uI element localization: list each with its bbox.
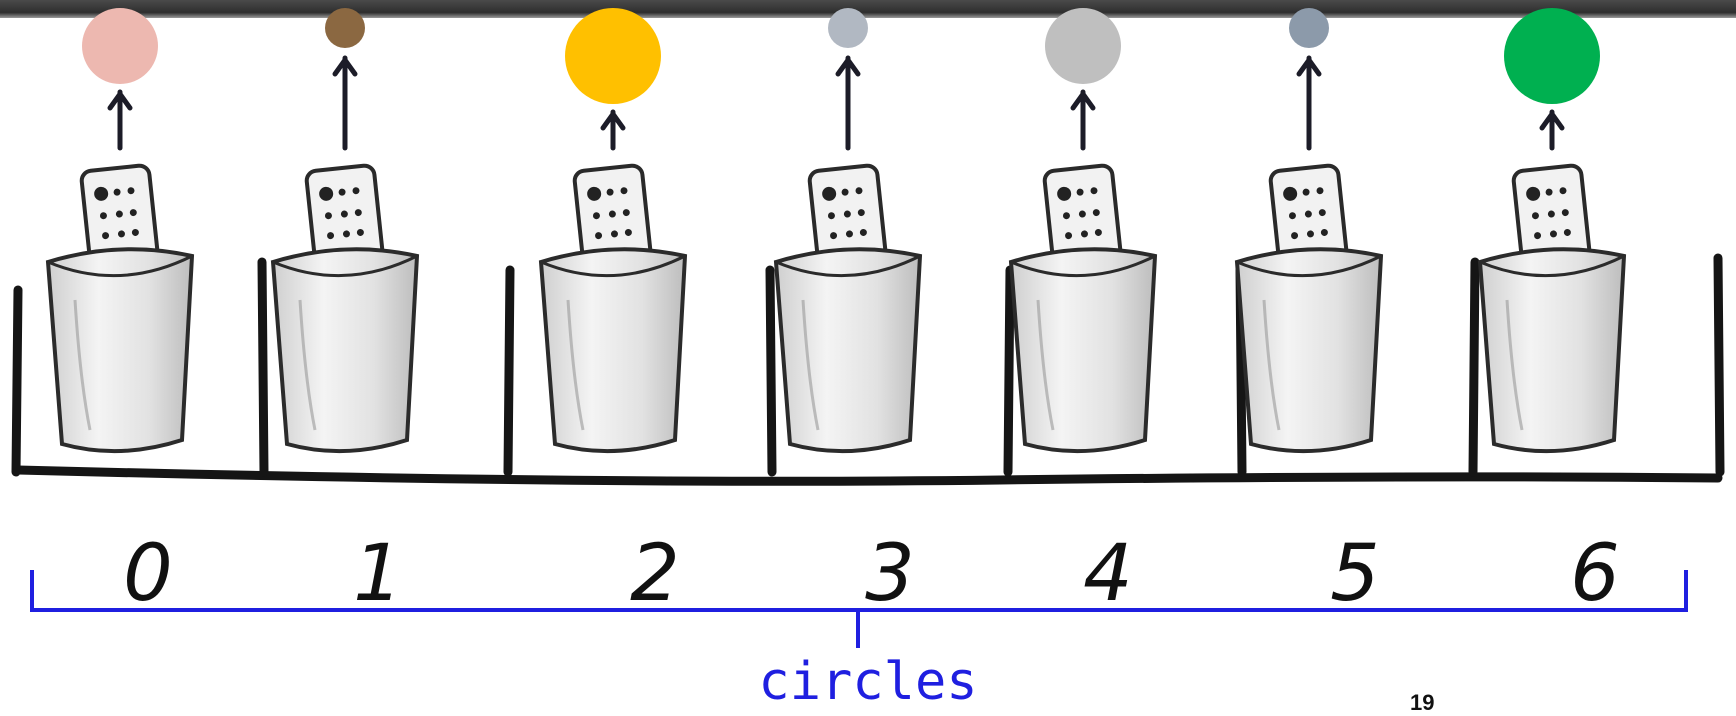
cell-divider (262, 262, 264, 472)
index-label-4: 4 (1083, 529, 1133, 619)
index-label-3: 3 (865, 529, 915, 619)
remote-in-cup-icon (776, 165, 920, 451)
cell-divider (1008, 270, 1010, 472)
array-name-label: circles (0, 652, 1736, 712)
index-label-0: 0 (123, 529, 173, 619)
cell-divider (1473, 262, 1475, 472)
cell-divider (508, 270, 510, 472)
arrow-up-icon (1073, 92, 1093, 148)
circle-object-4 (1045, 8, 1121, 84)
circle-object-0 (82, 8, 158, 84)
remote-in-cup-icon (541, 165, 685, 451)
arrow-up-icon (110, 92, 130, 148)
array-cell-1 (273, 8, 417, 451)
circle-object-1 (325, 8, 365, 48)
circle-object-6 (1504, 8, 1600, 104)
array-cell-4 (1011, 8, 1155, 451)
array-cell-5 (1237, 8, 1381, 451)
index-label-6: 6 (1570, 529, 1620, 619)
remote-in-cup-icon (1480, 165, 1624, 451)
array-cell-6 (1480, 8, 1624, 451)
index-label-2: 2 (630, 529, 680, 619)
arrow-up-icon (335, 58, 355, 148)
arrow-up-icon (838, 58, 858, 148)
remote-in-cup-icon (273, 165, 417, 451)
circle-object-5 (1289, 8, 1329, 48)
index-label-1: 1 (353, 529, 403, 619)
circle-object-2 (565, 8, 661, 104)
slide-number: 19 (1410, 690, 1434, 716)
index-label-5: 5 (1330, 529, 1380, 619)
arrow-up-icon (1299, 58, 1319, 148)
array-cell-2 (541, 8, 685, 451)
array-cell-0 (48, 8, 192, 451)
cell-divider (1718, 258, 1720, 472)
array-floor (18, 470, 1718, 481)
arrow-up-icon (603, 112, 623, 148)
arrow-up-icon (1542, 112, 1562, 148)
remote-in-cup-icon (1011, 165, 1155, 451)
array-cell-3 (776, 8, 920, 451)
remote-in-cup-icon (1237, 165, 1381, 451)
cell-divider (770, 270, 772, 472)
array-brace (32, 570, 1686, 648)
remote-in-cup-icon (48, 165, 192, 451)
circle-object-3 (828, 8, 868, 48)
cell-divider (16, 290, 18, 472)
